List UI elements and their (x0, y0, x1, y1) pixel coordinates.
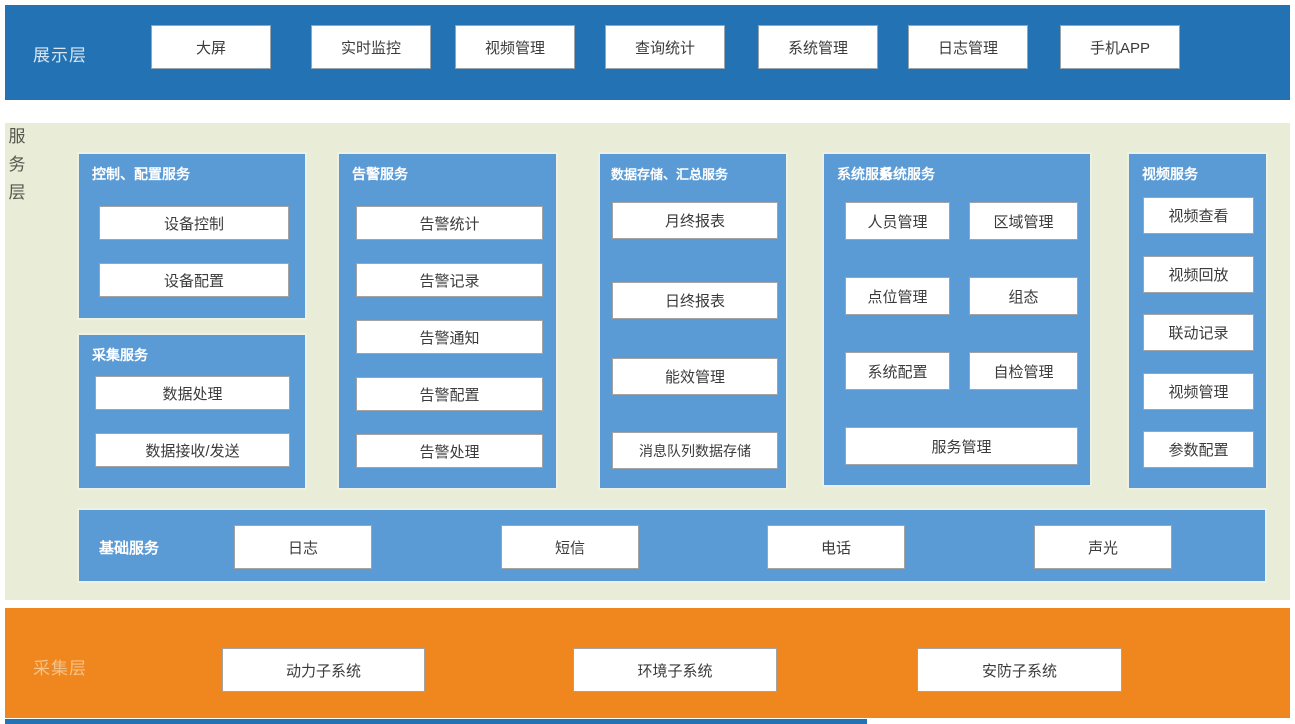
service-node-video-playback: 视频回放 (1143, 256, 1254, 293)
collection-node-power-subsystem: 动力子系统 (222, 648, 425, 692)
group-control-config-title: 控制、配置服务 (92, 166, 190, 182)
group-acquisition-title: 采集服务 (92, 347, 148, 363)
display-node-query-stats: 查询统计 (605, 25, 725, 69)
service-node-monthly-report: 月终报表 (612, 202, 778, 239)
service-node-mq-storage: 消息队列数据存储 (612, 432, 778, 469)
group-system-service-title-2: 系统服务 (879, 166, 935, 182)
display-node-mobile-app: 手机APP (1060, 25, 1180, 69)
service-node-configuration: 组态 (969, 277, 1078, 315)
service-layer-label: 服务层 (8, 127, 26, 202)
display-node-realtime: 实时监控 (311, 25, 431, 69)
service-node-region-mgmt: 区域管理 (969, 202, 1078, 240)
service-node-alarm-records: 告警记录 (356, 263, 543, 297)
service-node-video-view: 视频查看 (1143, 197, 1254, 234)
base-node-log: 日志 (234, 525, 372, 569)
group-data-storage: 数据存储、汇总服务 月终报表 日终报表 能效管理 消息队列数据存储 (598, 152, 788, 490)
bottom-band-edge (5, 719, 867, 724)
service-node-alarm-stats: 告警统计 (356, 206, 543, 240)
group-system-service: 系统服务 系统服务 人员管理 区域管理 点位管理 组态 系统配置 自检管理 服务… (822, 152, 1092, 487)
display-node-system-mgmt: 系统管理 (758, 25, 878, 69)
service-node-daily-report: 日终报表 (612, 282, 778, 319)
display-layer-label-text: 展示层 (33, 46, 87, 65)
group-alarm: 告警服务 告警统计 告警记录 告警通知 告警配置 告警处理 (337, 152, 558, 490)
service-node-device-config: 设备配置 (99, 263, 289, 297)
service-node-alarm-handle: 告警处理 (356, 434, 543, 468)
service-node-data-send-recv: 数据接收/发送 (95, 433, 290, 467)
group-video-service: 视频服务 视频查看 视频回放 联动记录 视频管理 参数配置 (1127, 152, 1268, 490)
service-node-data-processing: 数据处理 (95, 376, 290, 410)
base-services-bar: 基础服务 日志 短信 电话 声光 (77, 508, 1267, 583)
service-node-point-mgmt: 点位管理 (845, 277, 950, 315)
base-node-phone: 电话 (767, 525, 905, 569)
display-node-log-mgmt: 日志管理 (908, 25, 1028, 69)
collection-layer-band: 采集层 动力子系统 环境子系统 安防子系统 (5, 608, 1290, 718)
group-alarm-title: 告警服务 (352, 166, 408, 182)
collection-node-environment-subsystem: 环境子系统 (573, 648, 777, 692)
service-layer-band: 服务层 控制、配置服务 设备控制 设备配置 采集服务 数据处理 数据接收/发送 … (5, 123, 1290, 600)
base-node-sms: 短信 (501, 525, 639, 569)
collection-node-security-subsystem: 安防子系统 (917, 648, 1122, 692)
service-node-device-control: 设备控制 (99, 206, 289, 240)
service-node-alarm-notify: 告警通知 (356, 320, 543, 354)
group-data-storage-title: 数据存储、汇总服务 (611, 167, 729, 182)
group-acquisition: 采集服务 数据处理 数据接收/发送 (77, 333, 307, 490)
group-system-service-title-1: 系统服务 (837, 166, 893, 182)
service-node-alarm-config: 告警配置 (356, 377, 543, 411)
service-node-service-mgmt: 服务管理 (845, 427, 1078, 465)
group-control-config: 控制、配置服务 设备控制 设备配置 (77, 152, 307, 320)
base-node-sound-light: 声光 (1034, 525, 1172, 569)
collection-layer-label: 采集层 (33, 659, 87, 678)
group-video-service-title: 视频服务 (1142, 166, 1198, 182)
display-node-big-screen: 大屏 (151, 25, 271, 69)
service-node-video-mgmt: 视频管理 (1143, 373, 1254, 410)
service-node-energy-mgmt: 能效管理 (612, 358, 778, 395)
service-node-self-check: 自检管理 (969, 352, 1078, 390)
service-node-personnel-mgmt: 人员管理 (845, 202, 950, 240)
base-services-title: 基础服务 (99, 540, 160, 557)
service-node-linkage-record: 联动记录 (1143, 314, 1254, 351)
service-node-param-config: 参数配置 (1143, 431, 1254, 468)
display-layer-band: 展示层 大屏 实时监控 视频管理 查询统计 系统管理 日志管理 手机APP (5, 5, 1290, 100)
display-node-video-mgmt: 视频管理 (455, 25, 575, 69)
service-node-system-config: 系统配置 (845, 352, 950, 390)
